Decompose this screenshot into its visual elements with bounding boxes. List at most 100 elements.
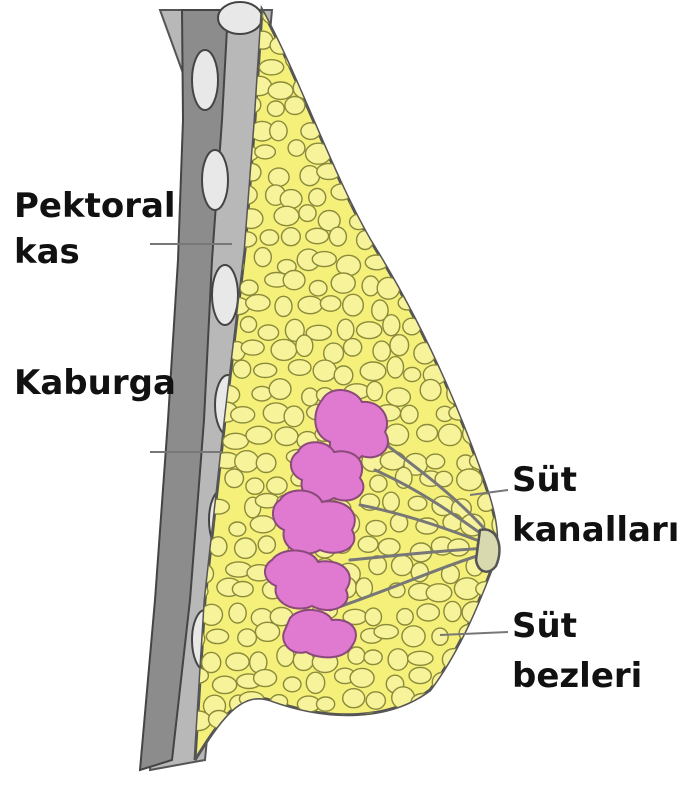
fat-lobule [286,8,308,26]
fat-lobule [258,536,275,553]
fat-lobule [494,78,510,95]
fat-lobule [458,118,477,140]
fat-lobule [383,53,399,73]
fat-lobule [300,166,320,186]
label-milk-ducts-line2: kanalları [512,510,679,550]
fat-lobule [235,451,259,472]
fat-lobule [485,347,508,362]
fat-lobule [286,51,305,69]
fat-lobule [401,405,418,423]
fat-lobule [223,433,249,449]
fat-lobule [258,325,278,340]
fat-lobule [434,250,454,271]
fat-lobule [485,693,502,707]
fat-lobule [367,381,383,400]
fat-lobule [448,539,469,556]
fat-lobule [374,625,398,639]
fat-lobule [240,317,256,333]
fat-lobule [232,582,253,597]
fat-lobule [260,719,277,734]
fat-lobule [305,54,323,70]
fat-lobule [309,281,327,296]
fat-lobule [359,53,379,68]
fat-lobule [337,319,354,340]
fat-lobule [320,296,340,311]
fat-lobule [231,713,252,729]
fat-lobule [229,603,246,623]
fat-lobule [456,231,474,251]
fat-lobule [309,93,326,113]
fat-lobule [313,360,336,381]
fat-lobule [463,424,484,444]
fat-lobule [403,318,421,335]
fat-lobule [229,522,246,536]
fat-lobule [440,163,456,181]
fat-lobule [314,34,339,56]
fat-lobule [472,272,494,292]
nipple [476,530,499,572]
fat-lobule [246,426,272,444]
fat-lobule [327,136,351,158]
fat-lobule [329,227,346,246]
fat-lobule [274,206,299,225]
fat-lobule [340,73,366,91]
fat-lobule [432,57,451,74]
fat-lobule [280,190,302,209]
fat-lobule [426,454,445,469]
fat-lobule [473,411,494,429]
rib [202,150,228,210]
fat-lobule [490,124,511,138]
fat-lobule [321,122,338,139]
rib [212,265,238,325]
fat-lobule [377,277,399,299]
fat-lobule [445,120,463,136]
fat-lobule [433,98,451,117]
fat-lobule [366,692,385,709]
fat-lobule [458,277,477,292]
fat-lobule [206,629,228,643]
fat-lobule [469,389,486,405]
fat-lobule [306,718,327,737]
fat-lobule [286,720,304,736]
fat-lobule [488,164,504,184]
fat-lobule [306,143,332,164]
fat-lobule [423,274,445,291]
fat-lobule [442,30,459,52]
fat-lobule [460,210,482,231]
fat-lobule [440,75,463,90]
fat-lobule [385,236,405,254]
fat-lobule [379,191,397,211]
fat-lobule [368,29,387,46]
label-pectoral-muscle: Pektoral [14,186,176,226]
fat-lobule [457,183,473,198]
fat-lobule [284,406,304,427]
label-milk-glands-line2: bezleri [512,656,642,696]
fat-lobule [370,475,387,492]
fat-lobule [269,168,290,186]
fat-lobule [347,36,370,55]
fat-lobule [392,555,413,575]
fat-lobule [447,383,463,404]
fat-lobule [450,673,468,690]
fat-lobule [301,123,320,140]
fat-lobule [343,689,365,708]
fat-lobule [476,322,497,337]
fat-lobule [426,584,452,602]
fat-lobule [388,649,408,670]
fat-lobule [344,339,362,356]
fat-lobule [326,12,352,28]
fat-lobule [250,516,275,533]
fat-lobule [429,139,452,159]
fat-lobule [246,295,270,311]
fat-lobule [256,454,276,473]
fat-lobule [444,601,461,621]
fat-lobule [303,5,328,27]
fat-lobule [453,321,471,336]
fat-lobule [291,32,314,47]
fat-lobule [282,228,301,246]
fat-lobule [213,676,237,693]
fat-lobule [477,9,501,28]
fat-lobule [360,713,382,733]
fat-lobule [451,719,468,737]
